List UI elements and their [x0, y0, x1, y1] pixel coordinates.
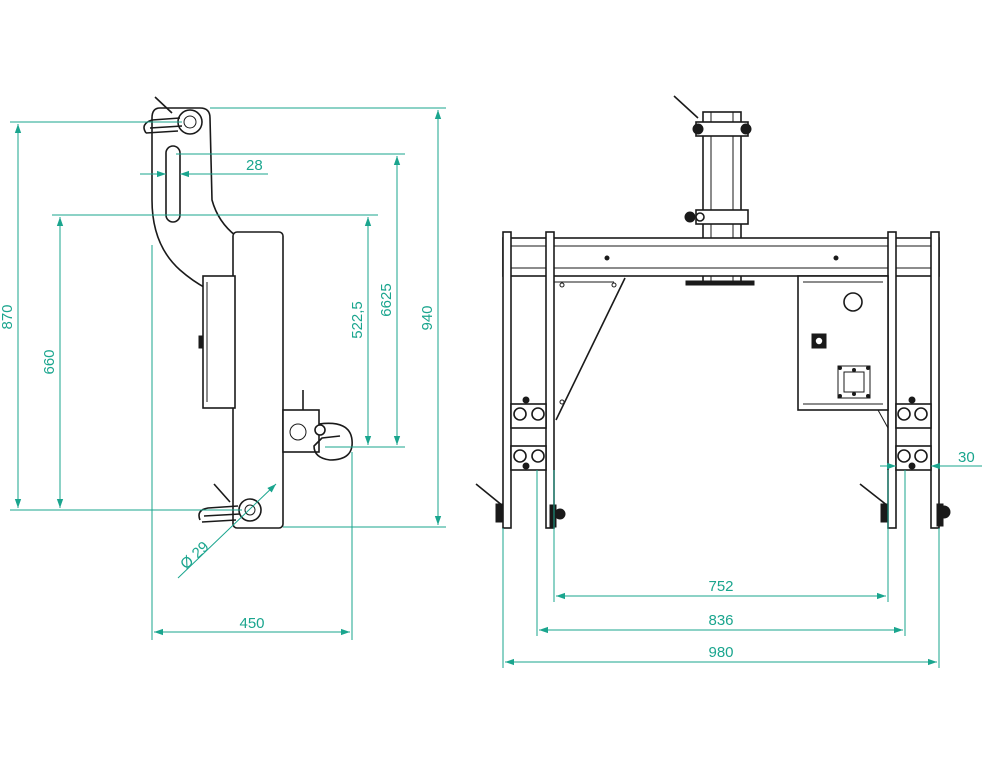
front-right-outer-leg [930, 231, 940, 529]
side-view: 940 870 660 6625 522,5 28 Ø 29 450 [0, 96, 446, 640]
dim-label-diameter-29: Ø 29 [177, 538, 212, 573]
side-post [232, 231, 284, 529]
dim-label-30: 30 [958, 449, 975, 466]
front-left-outer-leg [502, 231, 512, 529]
hook-bracket [282, 409, 320, 453]
bottom-pin [238, 498, 262, 522]
dim-label-836: 836 [708, 612, 733, 629]
front-left-inner-leg [545, 231, 555, 529]
dim-label-6625: 6625 [378, 283, 395, 316]
dim-label-5225: 522,5 [349, 301, 366, 339]
box-connector-icon [837, 365, 871, 399]
side-arm [151, 107, 237, 301]
hook [313, 422, 353, 461]
dim-label-870: 870 [0, 304, 16, 329]
top-clip [143, 117, 183, 134]
dim-label-28: 28 [246, 157, 263, 174]
bottom-clip [198, 505, 241, 523]
dim-label-940: 940 [419, 305, 436, 330]
dim-label-752: 752 [708, 578, 733, 595]
front-right-inner-leg [887, 231, 897, 529]
box-knob-icon [843, 292, 863, 312]
side-housing [202, 275, 236, 409]
front-left-brace [555, 277, 626, 421]
dim-label-450: 450 [239, 615, 264, 632]
dim-label-980: 980 [708, 644, 733, 661]
front-crossbeam [502, 237, 940, 277]
front-view: 752 836 980 30 [475, 95, 982, 668]
dim-label-660: 660 [41, 349, 58, 374]
side-slot [165, 145, 181, 223]
